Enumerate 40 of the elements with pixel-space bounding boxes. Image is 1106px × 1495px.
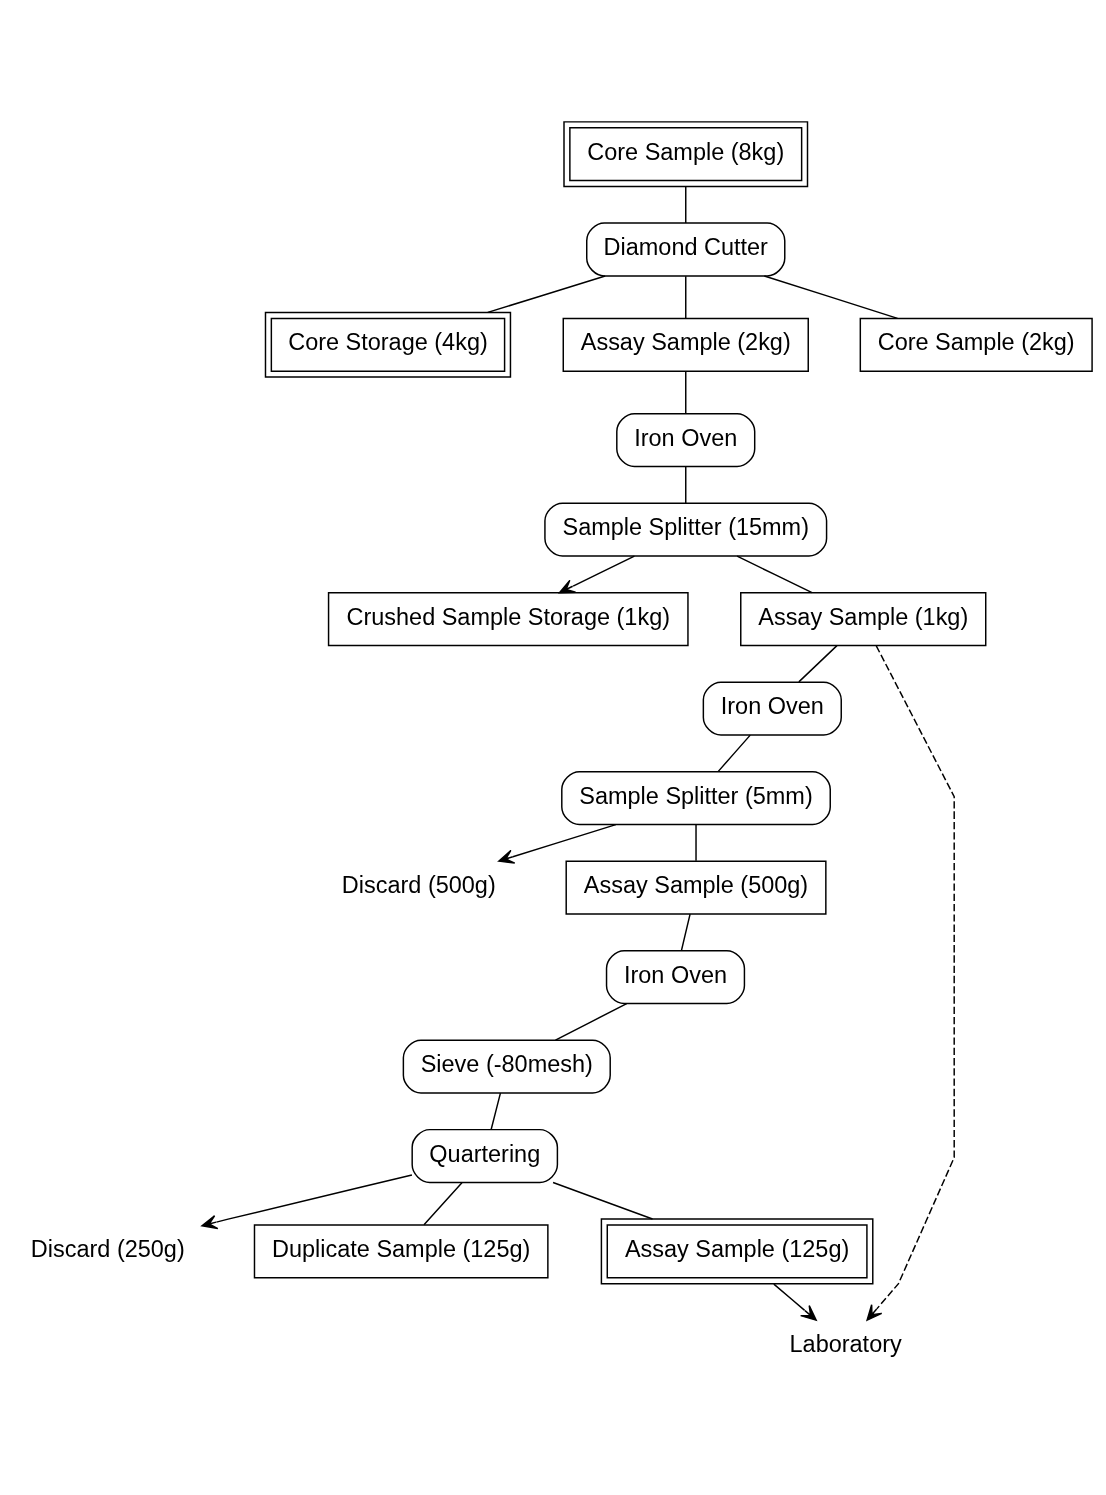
connector — [685, 370, 687, 415]
connector — [736, 555, 813, 594]
node-box: Diamond Cutter — [586, 222, 786, 277]
node-box: Assay Sample (125g) — [600, 1218, 874, 1285]
connector — [680, 913, 691, 952]
connector — [685, 465, 687, 504]
node-box: Crushed Sample Storage (1kg) — [327, 592, 689, 647]
connector — [798, 644, 838, 683]
node-box: Iron Oven — [605, 949, 746, 1005]
connector — [552, 1181, 654, 1220]
node-text: Discard (500g) — [341, 872, 496, 899]
node-box: Core Sample (2kg) — [859, 317, 1093, 372]
connector — [685, 275, 687, 319]
arrow — [498, 823, 617, 864]
node-box: Core Sample (8kg) — [563, 121, 809, 188]
node-box: Duplicate Sample (125g) — [253, 1224, 549, 1279]
node-box: Iron Oven — [702, 681, 842, 736]
connector — [554, 1002, 628, 1041]
connector — [490, 1092, 502, 1131]
arrow — [558, 555, 636, 594]
node-box: Assay Sample (2kg) — [562, 317, 809, 372]
node-text: Laboratory — [789, 1331, 902, 1358]
node-text: Discard (250g) — [30, 1235, 185, 1262]
node-box: Assay Sample (1kg) — [740, 592, 987, 647]
node-box: Sample Splitter (5mm) — [561, 770, 831, 826]
connector — [695, 823, 697, 862]
arrow — [201, 1174, 413, 1230]
node-box: Sample Splitter (15mm) — [544, 502, 828, 557]
connector — [685, 186, 687, 224]
node-box: Quartering — [411, 1128, 559, 1184]
connector — [717, 734, 751, 773]
node-box: Assay Sample (500g) — [565, 860, 827, 915]
connector — [423, 1182, 463, 1226]
node-box: Sieve (-80mesh) — [402, 1039, 611, 1094]
arrow — [773, 1283, 817, 1321]
connector — [763, 275, 899, 320]
node-box: Iron Oven — [616, 413, 756, 468]
node-box: Core Storage (4kg) — [264, 311, 512, 378]
arrow — [866, 645, 955, 1321]
connector — [487, 275, 606, 314]
